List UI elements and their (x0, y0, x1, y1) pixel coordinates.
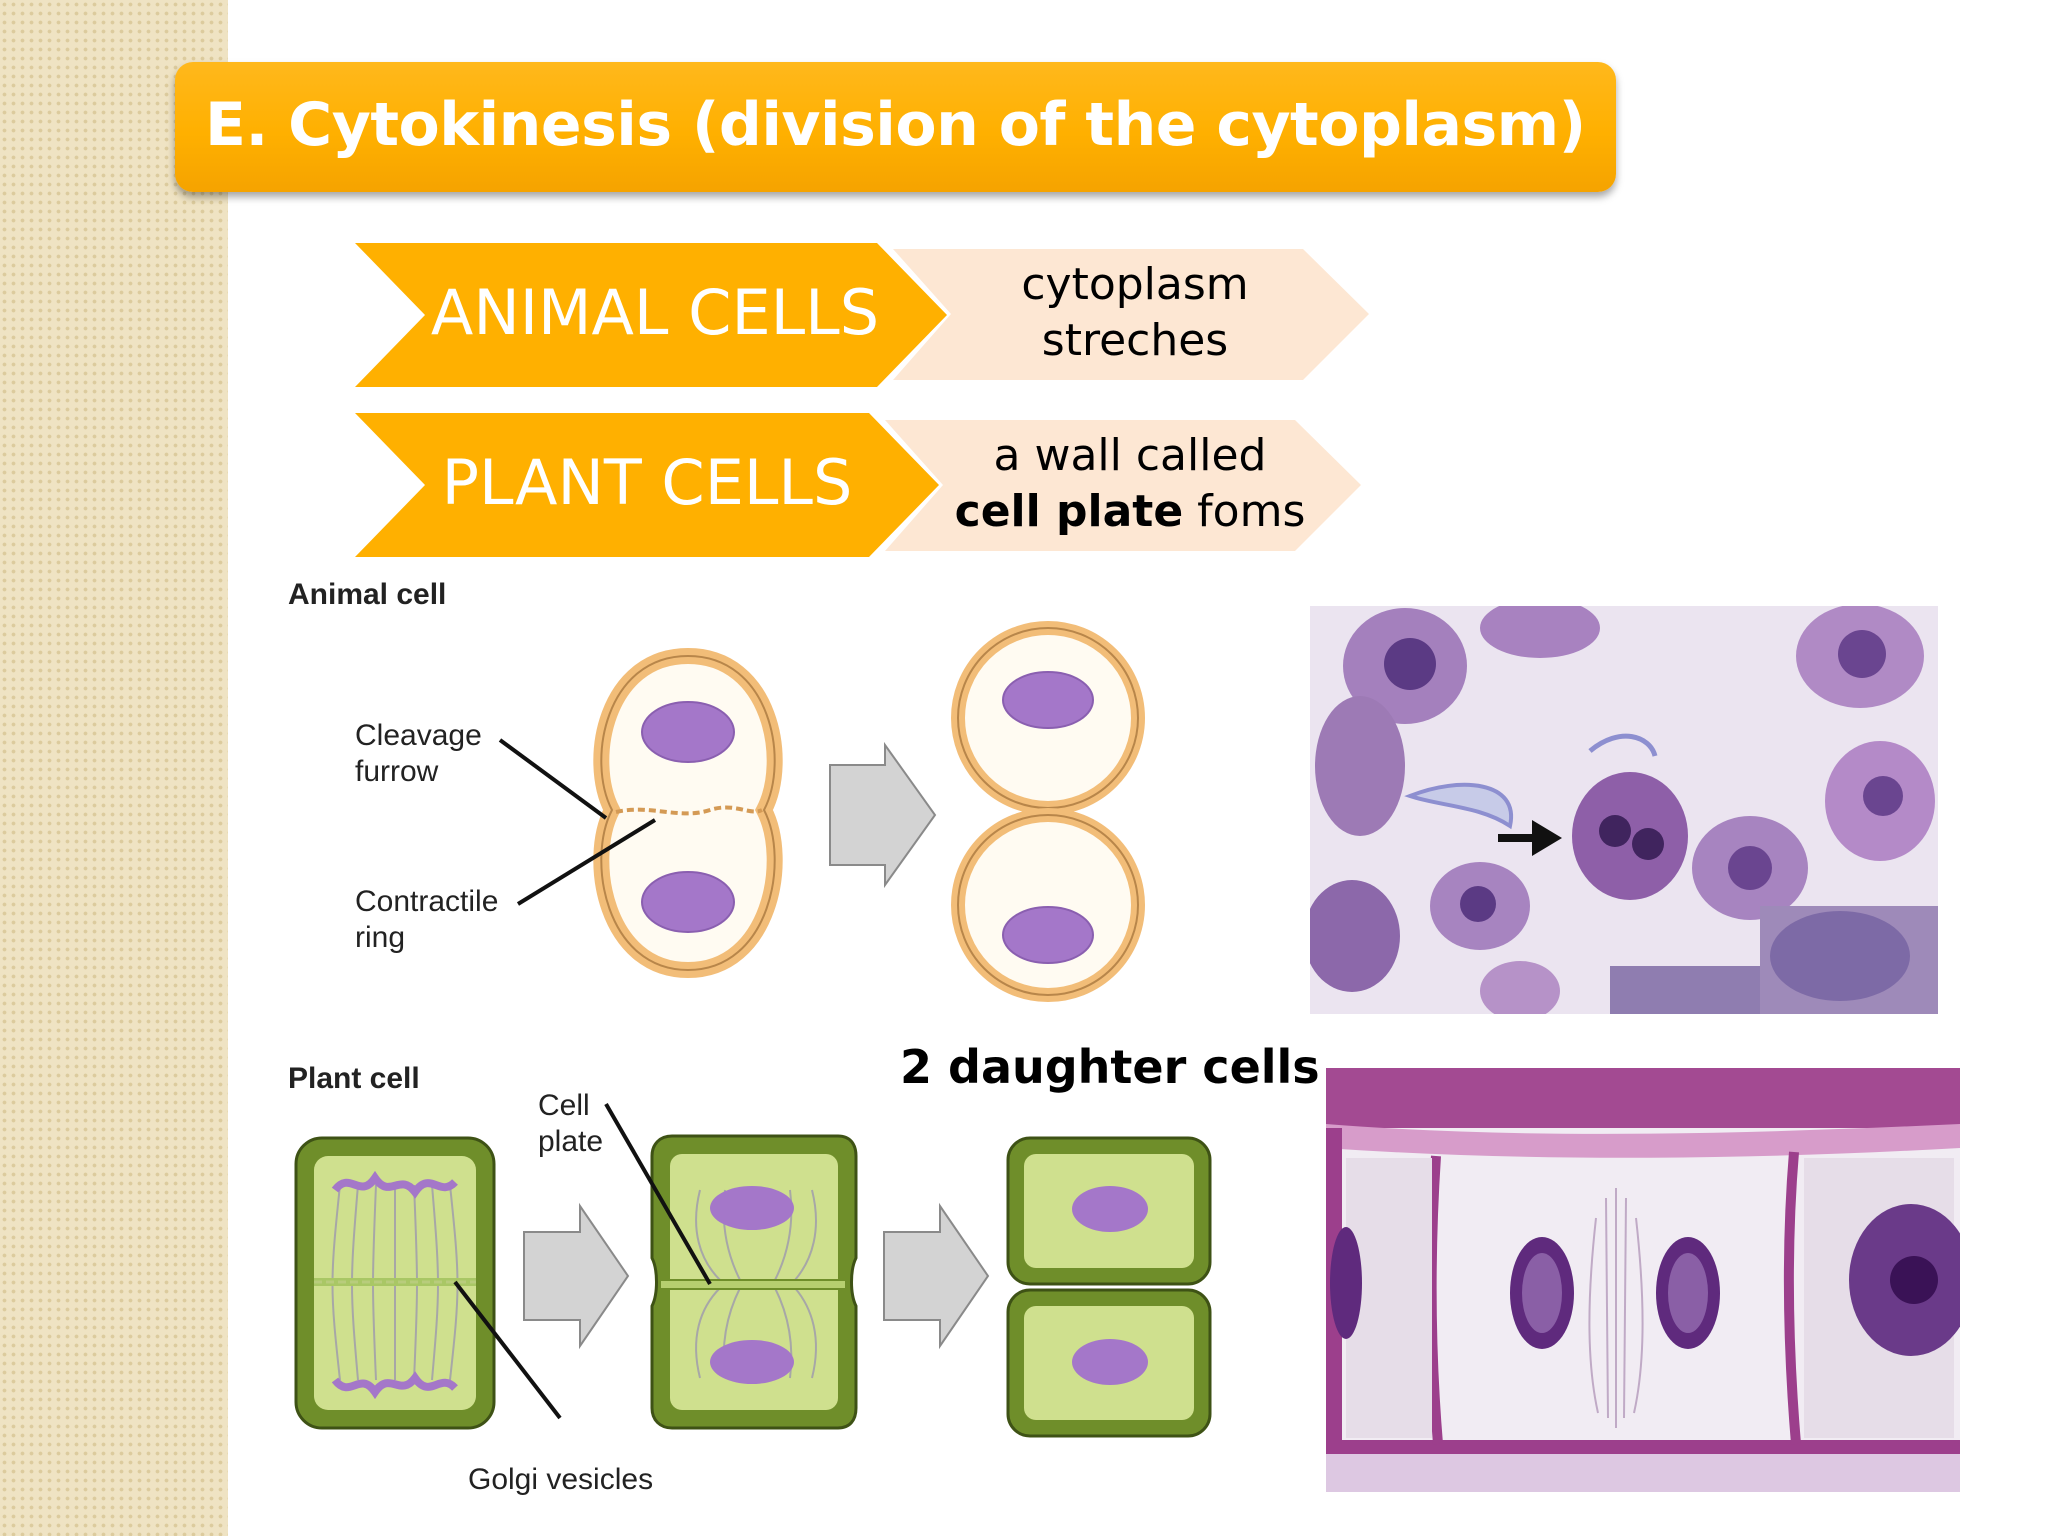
cell-plate-label-line-1: Cell (538, 1089, 590, 1122)
golgi-vesicles-pointer (453, 1280, 562, 1420)
animal-arrow-icon (829, 741, 937, 889)
animal-cell-micrograph (1304, 598, 1938, 1021)
nucleus-bottom (641, 871, 735, 933)
plant-cells-description: a wall called cell plate foms (940, 428, 1320, 540)
animal-cell-heading: Animal cell (288, 578, 447, 611)
nucleus-top (641, 701, 735, 763)
cell-plate-label: Cell plate (538, 1088, 603, 1160)
plant-arrow-icon-1 (523, 1202, 630, 1350)
plant-desc-line-2: cell plate foms (940, 484, 1320, 540)
plant-arrow-icon-2 (883, 1202, 990, 1350)
plant-cells-label: PLANT CELLS (441, 446, 853, 519)
animal-daughter-cells (951, 621, 1145, 1002)
plant-cell-heading: Plant cell (288, 1062, 420, 1095)
cell-plate-term: cell plate (954, 486, 1184, 537)
animal-cells-description: cytoplasm streches (950, 257, 1320, 369)
golgi-vesicles-label: Golgi vesicles (468, 1463, 654, 1496)
animal-desc-line-1: cytoplasm (1021, 259, 1249, 310)
plant-cell-stage-1 (294, 1136, 496, 1430)
plant-desc-chevron (885, 420, 1361, 551)
slide-title: E. Cytokinesis (division of the cytoplas… (205, 90, 1586, 160)
contractile-ring-pointer (516, 818, 657, 906)
dividing-animal-cell (593, 647, 783, 979)
cleavage-furrow-label-line-2: furrow (355, 755, 439, 788)
cell-plate-pointer (604, 1102, 712, 1286)
decorative-side-stripe (0, 0, 228, 1536)
animal-cells-label: ANIMAL CELLS (430, 276, 880, 349)
cell-plate-label-line-2: plate (538, 1125, 604, 1158)
contractile-ring-label-line-1: Contractile (355, 885, 499, 918)
plant-desc-line-1: a wall called (993, 430, 1267, 481)
cleavage-furrow-label: Cleavage furrow (355, 718, 482, 790)
animal-desc-line-2: streches (1041, 315, 1229, 366)
plant-cell-micrograph (1326, 1068, 1973, 1497)
daughter-cells-caption: 2 daughter cells (900, 1040, 1320, 1094)
plant-cells-chevron (355, 413, 939, 557)
cleavage-furrow-label-line-1: Cleavage (355, 719, 482, 752)
plant-daughter-cells (1006, 1136, 1212, 1438)
contractile-ring-label: Contractile ring (355, 884, 498, 956)
plant-cell-stage-2 (650, 1134, 858, 1430)
title-bar: E. Cytokinesis (division of the cytoplas… (175, 62, 1616, 192)
cleavage-furrow-pointer (498, 738, 608, 820)
contractile-ring-label-line-2: ring (355, 921, 406, 954)
plant-desc-tail: foms (1183, 486, 1306, 537)
animal-desc-chevron (893, 249, 1369, 380)
animal-cells-chevron (355, 243, 947, 387)
